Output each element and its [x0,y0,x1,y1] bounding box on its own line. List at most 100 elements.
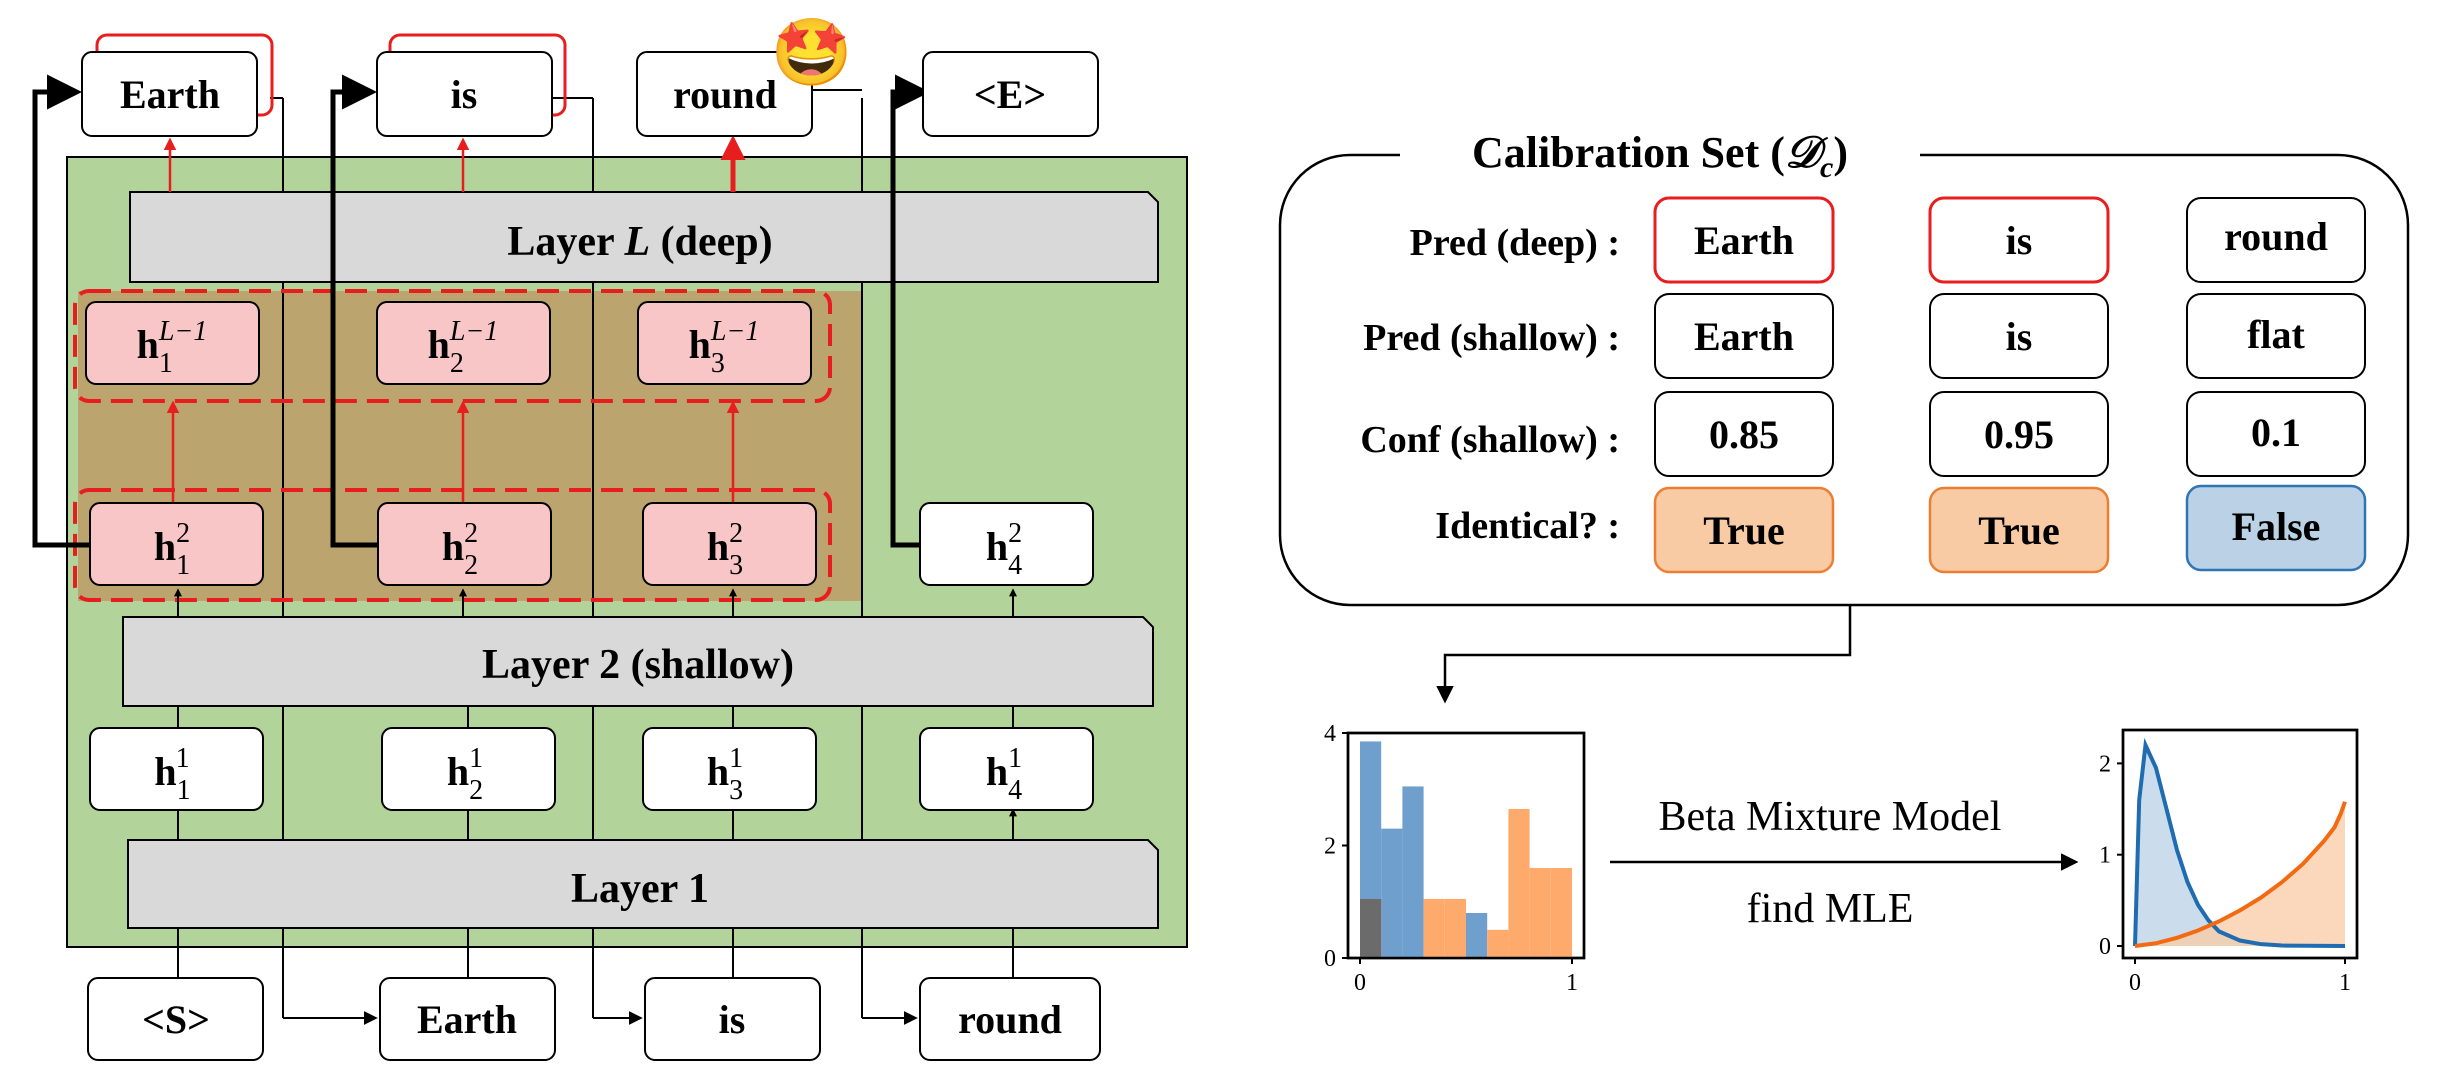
red-arrows-mid-top [166,400,740,503]
overlap-histogram-bar [1360,898,1382,958]
early-exit-arrows [32,74,930,548]
orange-histogram-bar [1508,808,1530,958]
blue-histogram-bar [1402,786,1424,958]
pred-shallow-cell [1929,293,2109,379]
input-token-box [644,977,821,1061]
blue-histogram-bar [1466,913,1488,958]
hidden-node-label: h12 [154,518,190,581]
pred-deep-cell [2186,197,2366,283]
hidden-low-row: h11 h21 h31 h41 [89,727,1094,811]
layer-deep-box [129,191,1159,283]
hidden-node-label: h32 [707,518,743,581]
hidden-node-label: h22 [442,518,478,581]
identical-text: True [1978,508,2059,553]
identical-true-cell [1928,486,2110,574]
input-token-box [87,977,264,1061]
calibration-column: Earth Earth 0.85 True [1653,196,1835,574]
row-label: Pred (deep) : [1410,222,1620,264]
identical-false-cell [2185,484,2367,572]
star-struck-emoji-icon: 🤩 [771,17,853,90]
y-tick-label: 4 [1324,721,1336,747]
hidden-node-box [89,727,264,811]
hidden-node-label: h11 [154,743,189,806]
density-axes-border [2121,728,2359,960]
conf-cell [1929,391,2109,477]
histogram-bars [1360,741,1572,958]
pred-deep-cell [1928,196,2110,284]
output-token-text: is [451,72,478,117]
input-token-box [379,977,556,1061]
calibration-to-histogram-arrow [1436,605,1852,704]
hidden-node-label: h1L−1 [137,316,208,379]
output-token-box [636,51,813,137]
red-arrows-outputs [163,135,746,192]
output-token-box [922,51,1099,137]
conf-text: 0.1 [2251,410,2301,455]
hidden-mid-row: h12 h22 h32 h42 [89,502,1094,586]
calibration-title: Calibration Set (𝒟c) [1472,128,1848,184]
layer-deep-label: Layer L (deep) [507,219,772,265]
row-label: Identical? : [1435,505,1620,547]
pred-shallow-cell [2186,293,2366,379]
pred-deep-text: is [2006,218,2033,263]
hidden-node-box [85,301,260,385]
blue-histogram-bar [1381,828,1403,958]
conf-text: 0.95 [1984,412,2054,457]
row-label: Conf (shallow) : [1360,419,1620,461]
pred-deep-text: Earth [1694,218,1794,263]
orange-histogram-bar [1444,898,1466,958]
input-tokens: <S> Earth is round [87,977,1101,1061]
y-tick-label: 2 [2099,751,2111,777]
pred-deep-text: round [2224,214,2328,259]
calibration-column: is is 0.95 True [1928,196,2110,574]
pred-shallow-cell [1654,293,1834,379]
hidden-node-box [377,502,552,586]
hidden-node-box [919,502,1094,586]
identical-text: False [2232,504,2321,549]
input-token-box [919,977,1101,1061]
output-token-box [81,51,258,137]
hidden-node-box [642,727,817,811]
input-token-text: <S> [142,997,210,1042]
hidden-node-box [89,502,264,586]
y-tick-label: 2 [1324,834,1336,860]
input-token-text: is [719,997,746,1042]
orange-histogram-bar [1487,929,1509,958]
input-token-text: round [958,997,1062,1042]
orange-histogram-bar [1423,898,1445,958]
hidden-node-label: h3L−1 [689,316,760,379]
orange-density-area [2135,801,2345,946]
calibration-column: round flat 0.1 False [2185,197,2367,572]
x-tick-label: 1 [1566,970,1578,996]
conf-cell [2186,391,2366,477]
calibration-title-backdrop [1400,125,1920,185]
blue-density-area [2135,745,2345,946]
output-token-text: <E> [974,72,1046,117]
y-tick-label: 0 [1324,946,1336,972]
y-tick-label: 0 [2099,934,2111,960]
hidden-top-row: h1L−1 h2L−1 h3L−1 [85,301,812,385]
identical-text: True [1703,508,1784,553]
output-token-text: round [673,72,777,117]
layer-1-label: Layer 1 [571,866,709,912]
orange-density-curve [2134,801,2347,948]
find-mle-label: find MLE [1747,886,1914,932]
beta-mixture-label: Beta Mixture Model [1659,794,2002,840]
output-token-box [376,51,553,137]
y-tick-label: 1 [2099,843,2111,869]
blue-density-curve [2133,737,2346,948]
hidden-node-box [919,727,1094,811]
black-arrows-small [174,588,1017,978]
hidden-node-box [381,727,556,811]
output-token-text: Earth [120,72,220,117]
density-curves [2133,737,2347,948]
conf-text: 0.85 [1709,412,1779,457]
hidden-node-label: h21 [447,743,483,806]
hidden-node-box [637,301,812,385]
